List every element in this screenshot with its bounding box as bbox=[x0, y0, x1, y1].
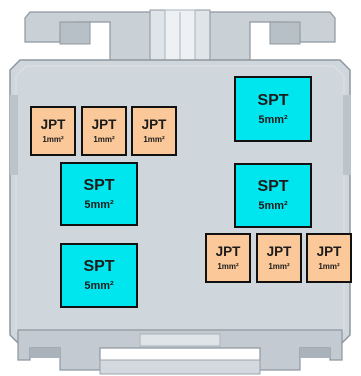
terminal-type-label: JPT bbox=[316, 244, 342, 259]
wire-size-label: 1mm² bbox=[217, 262, 239, 271]
wire-size-label: 5mm² bbox=[258, 200, 288, 212]
wire-size-label: 5mm² bbox=[258, 113, 288, 126]
jpt-terminal: JPT 1mm² bbox=[306, 233, 352, 283]
terminal-type-label: SPT bbox=[83, 258, 115, 275]
wire-size-label: 1mm² bbox=[93, 135, 115, 144]
housing-base bbox=[17, 329, 343, 375]
terminal-type-label: SPT bbox=[83, 176, 115, 194]
jpt-terminal: JPT 1mm² bbox=[81, 106, 127, 156]
spt-terminal: SPT 5mm² bbox=[234, 163, 312, 228]
terminal-type-label: JPT bbox=[91, 117, 117, 132]
terminal-type-label: SPT bbox=[257, 178, 289, 195]
top-latch bbox=[24, 9, 336, 65]
jpt-terminal: JPT 1mm² bbox=[205, 233, 251, 283]
spt-terminal: SPT 5mm² bbox=[60, 243, 138, 308]
terminal-type-label: JPT bbox=[215, 244, 241, 259]
terminal-type-label: JPT bbox=[40, 117, 66, 132]
jpt-terminal: JPT 1mm² bbox=[256, 233, 302, 283]
spt-terminal: SPT 5mm² bbox=[234, 76, 312, 142]
wire-size-label: 1mm² bbox=[42, 135, 64, 144]
terminal-type-label: JPT bbox=[141, 117, 167, 132]
wire-size-label: 5mm² bbox=[84, 198, 114, 211]
terminal-type-label: SPT bbox=[257, 91, 289, 109]
wire-size-label: 1mm² bbox=[318, 262, 340, 271]
wire-size-label: 5mm² bbox=[84, 280, 114, 292]
wire-size-label: 1mm² bbox=[143, 135, 165, 144]
wire-size-label: 1mm² bbox=[268, 262, 290, 271]
spt-terminal: SPT 5mm² bbox=[60, 162, 138, 226]
jpt-terminal: JPT 1mm² bbox=[30, 106, 76, 156]
terminal-type-label: JPT bbox=[266, 244, 292, 259]
jpt-terminal: JPT 1mm² bbox=[131, 106, 177, 156]
